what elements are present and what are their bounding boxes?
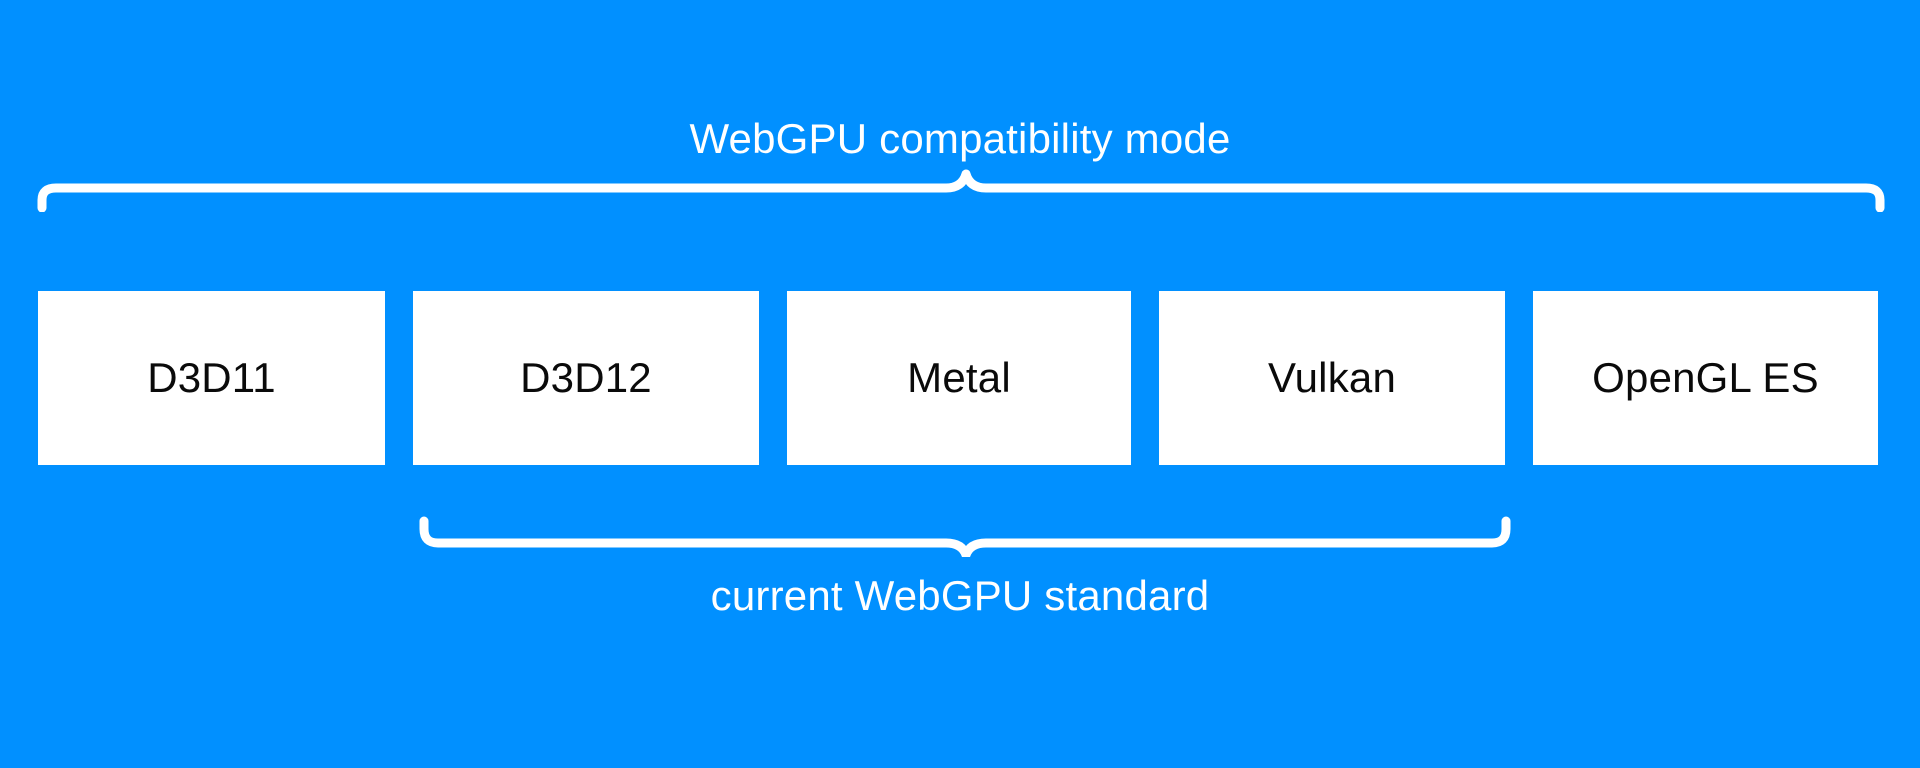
platform-box-label: Vulkan (1267, 354, 1397, 401)
platform-box-vulkan[interactable]: Vulkan (1159, 291, 1505, 465)
platform-box-metal[interactable]: Metal (787, 291, 1131, 465)
platform-box-opengl-es[interactable]: OpenGL ES (1533, 291, 1878, 465)
platform-box-label: D3D11 (147, 354, 276, 401)
top-group-label: WebGPU compatibility mode (689, 115, 1231, 162)
bottom-curly-brace-icon (419, 516, 1511, 557)
platform-box-label: Metal (907, 354, 1011, 401)
top-curly-brace-icon (37, 169, 1885, 212)
platform-box-label: D3D12 (520, 354, 652, 401)
platform-box-label: OpenGL ES (1592, 354, 1819, 401)
platform-box-d3d11[interactable]: D3D11 (38, 291, 385, 465)
platform-boxes-row: D3D11 D3D12 Metal Vulkan OpenGL ES (38, 291, 1882, 465)
bottom-group-label: current WebGPU standard (710, 572, 1210, 619)
platform-box-d3d12[interactable]: D3D12 (413, 291, 759, 465)
